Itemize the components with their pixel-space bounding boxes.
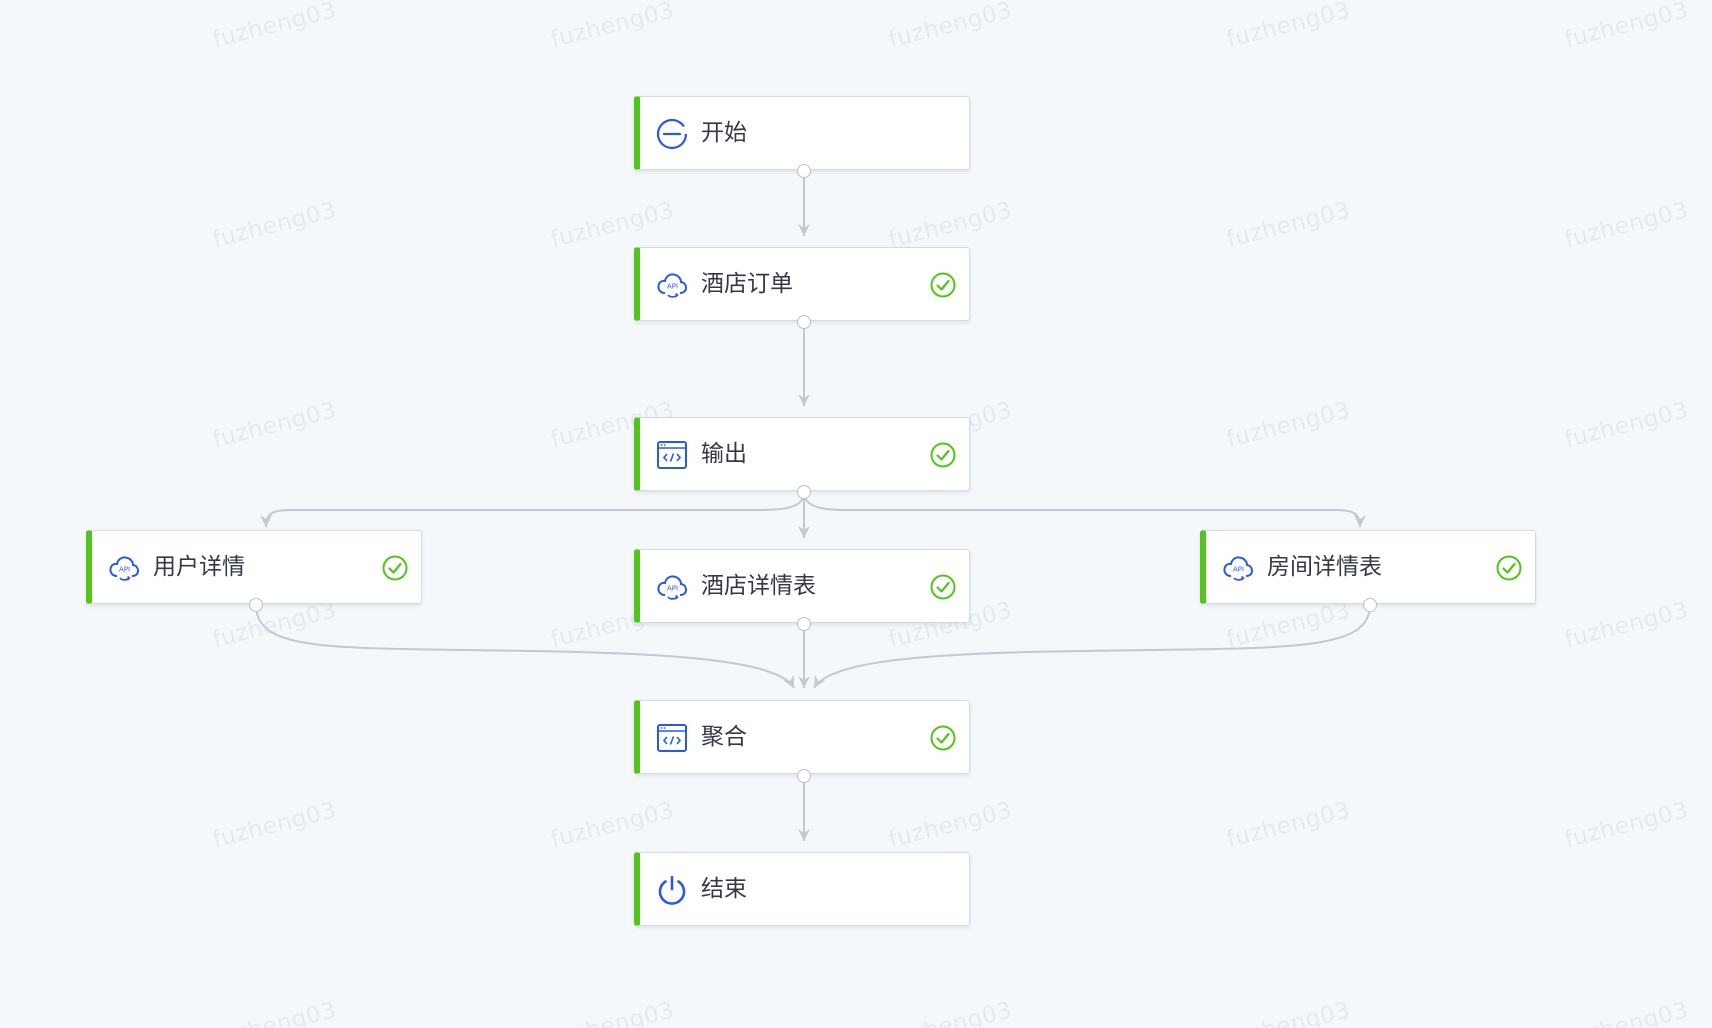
port-hotel-order-out[interactable] bbox=[797, 315, 811, 329]
check-circle-icon bbox=[929, 271, 957, 299]
node-label: 结束 bbox=[701, 876, 747, 902]
api-cloud-icon: API bbox=[1221, 551, 1255, 585]
check-circle-icon bbox=[381, 554, 409, 582]
flow-node-user-detail[interactable]: API 用户详情 bbox=[86, 530, 422, 604]
flow-node-hotel-order[interactable]: API 酒店订单 bbox=[634, 247, 970, 321]
port-aggregate-out[interactable] bbox=[797, 769, 811, 783]
power-icon bbox=[655, 873, 689, 907]
node-label: 开始 bbox=[701, 120, 747, 146]
svg-text:API: API bbox=[667, 283, 678, 291]
node-label: 酒店详情表 bbox=[701, 573, 816, 599]
flow-node-output[interactable]: 输出 bbox=[634, 417, 970, 491]
node-label: 酒店订单 bbox=[701, 271, 793, 297]
port-room-detail-table-out[interactable] bbox=[1363, 598, 1377, 612]
check-circle-icon bbox=[1495, 554, 1523, 582]
node-label: 用户详情 bbox=[153, 554, 245, 580]
svg-text:API: API bbox=[1233, 566, 1244, 574]
flow-node-start[interactable]: 开始 bbox=[634, 96, 970, 170]
port-hotel-detail-table-out[interactable] bbox=[797, 617, 811, 631]
api-cloud-icon: API bbox=[655, 570, 689, 604]
svg-text:API: API bbox=[119, 566, 130, 574]
port-start-out[interactable] bbox=[797, 164, 811, 178]
check-circle-icon bbox=[929, 441, 957, 469]
node-label: 输出 bbox=[701, 441, 747, 467]
api-cloud-icon: API bbox=[655, 268, 689, 302]
node-label: 房间详情表 bbox=[1267, 554, 1382, 580]
code-window-icon bbox=[655, 721, 689, 755]
start-icon bbox=[655, 117, 689, 151]
edge-user-detail-to-aggregate[interactable] bbox=[255, 604, 795, 689]
check-circle-icon bbox=[929, 573, 957, 601]
flow-node-room-detail-table[interactable]: API 房间详情表 bbox=[1200, 530, 1536, 604]
node-label: 聚合 bbox=[701, 724, 747, 750]
svg-text:API: API bbox=[667, 585, 678, 593]
flow-node-aggregate[interactable]: 聚合 bbox=[634, 700, 970, 774]
port-user-detail-out[interactable] bbox=[249, 598, 263, 612]
edge-output-to-user-detail[interactable] bbox=[260, 491, 805, 528]
edge-room-detail-table-to-aggregate[interactable] bbox=[813, 604, 1371, 689]
flow-node-hotel-detail-table[interactable]: API 酒店详情表 bbox=[634, 549, 970, 623]
flow-node-end[interactable]: 结束 bbox=[634, 852, 970, 926]
check-circle-icon bbox=[929, 724, 957, 752]
port-output-out[interactable] bbox=[797, 485, 811, 499]
code-window-icon bbox=[655, 438, 689, 472]
api-cloud-icon: API bbox=[107, 551, 141, 585]
edge-output-to-room-detail-table[interactable] bbox=[803, 491, 1366, 528]
